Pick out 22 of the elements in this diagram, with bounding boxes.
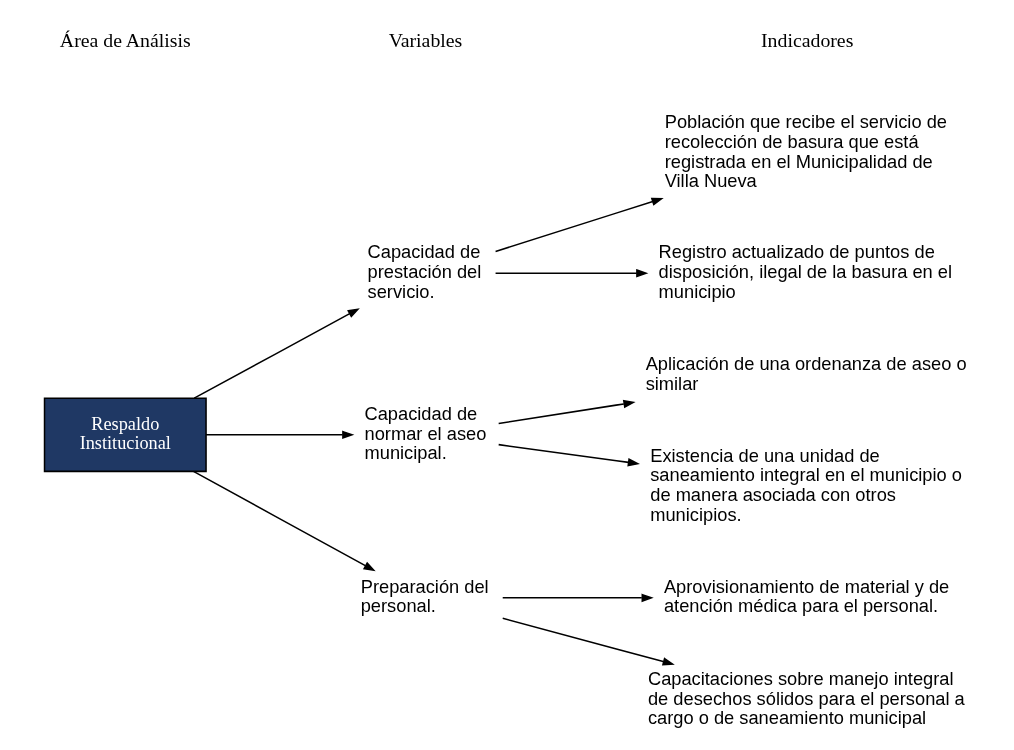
arrow — [494, 269, 649, 278]
node-text: Capacidad de normar el aseo municipal. — [364, 402, 487, 464]
node-text: Existencia de una unidad de saneamiento integral en el municipio o de manera asociada con otros municipios. — [650, 444, 962, 526]
label: Variables — [388, 28, 463, 51]
arrow — [497, 443, 640, 467]
node-text: Aplicación de una ordenanza de aseo o similar — [645, 353, 967, 395]
arrow — [205, 430, 355, 440]
arrow — [494, 197, 664, 253]
label: Área de Análisis — [59, 28, 191, 51]
node-text: Capacidad de prestación del servicio. — [367, 241, 482, 302]
node-text: Preparación del personal. — [360, 575, 489, 617]
arrow — [501, 617, 675, 666]
node-text: Registro actualizado de puntos de disposición, ilegal de la basura en el municipio — [658, 241, 953, 302]
arrow — [192, 470, 376, 572]
label: Indicadores — [761, 28, 854, 51]
arrow — [497, 399, 636, 425]
node-box: Respaldo Institucional — [43, 397, 207, 473]
arrow — [193, 308, 360, 399]
node-text: Población que recibe el servicio de recolección de basura que está registrada en el Municipalidad de Villa Nueva — [664, 110, 947, 192]
arrow — [501, 593, 654, 603]
node-text: Capacitaciones sobre manejo integral de desechos sólidos para el personal a cargo o de saneamiento municipal — [647, 667, 965, 729]
node-text: Aprovisionamiento de material y de atención médica para el personal. — [663, 575, 950, 617]
